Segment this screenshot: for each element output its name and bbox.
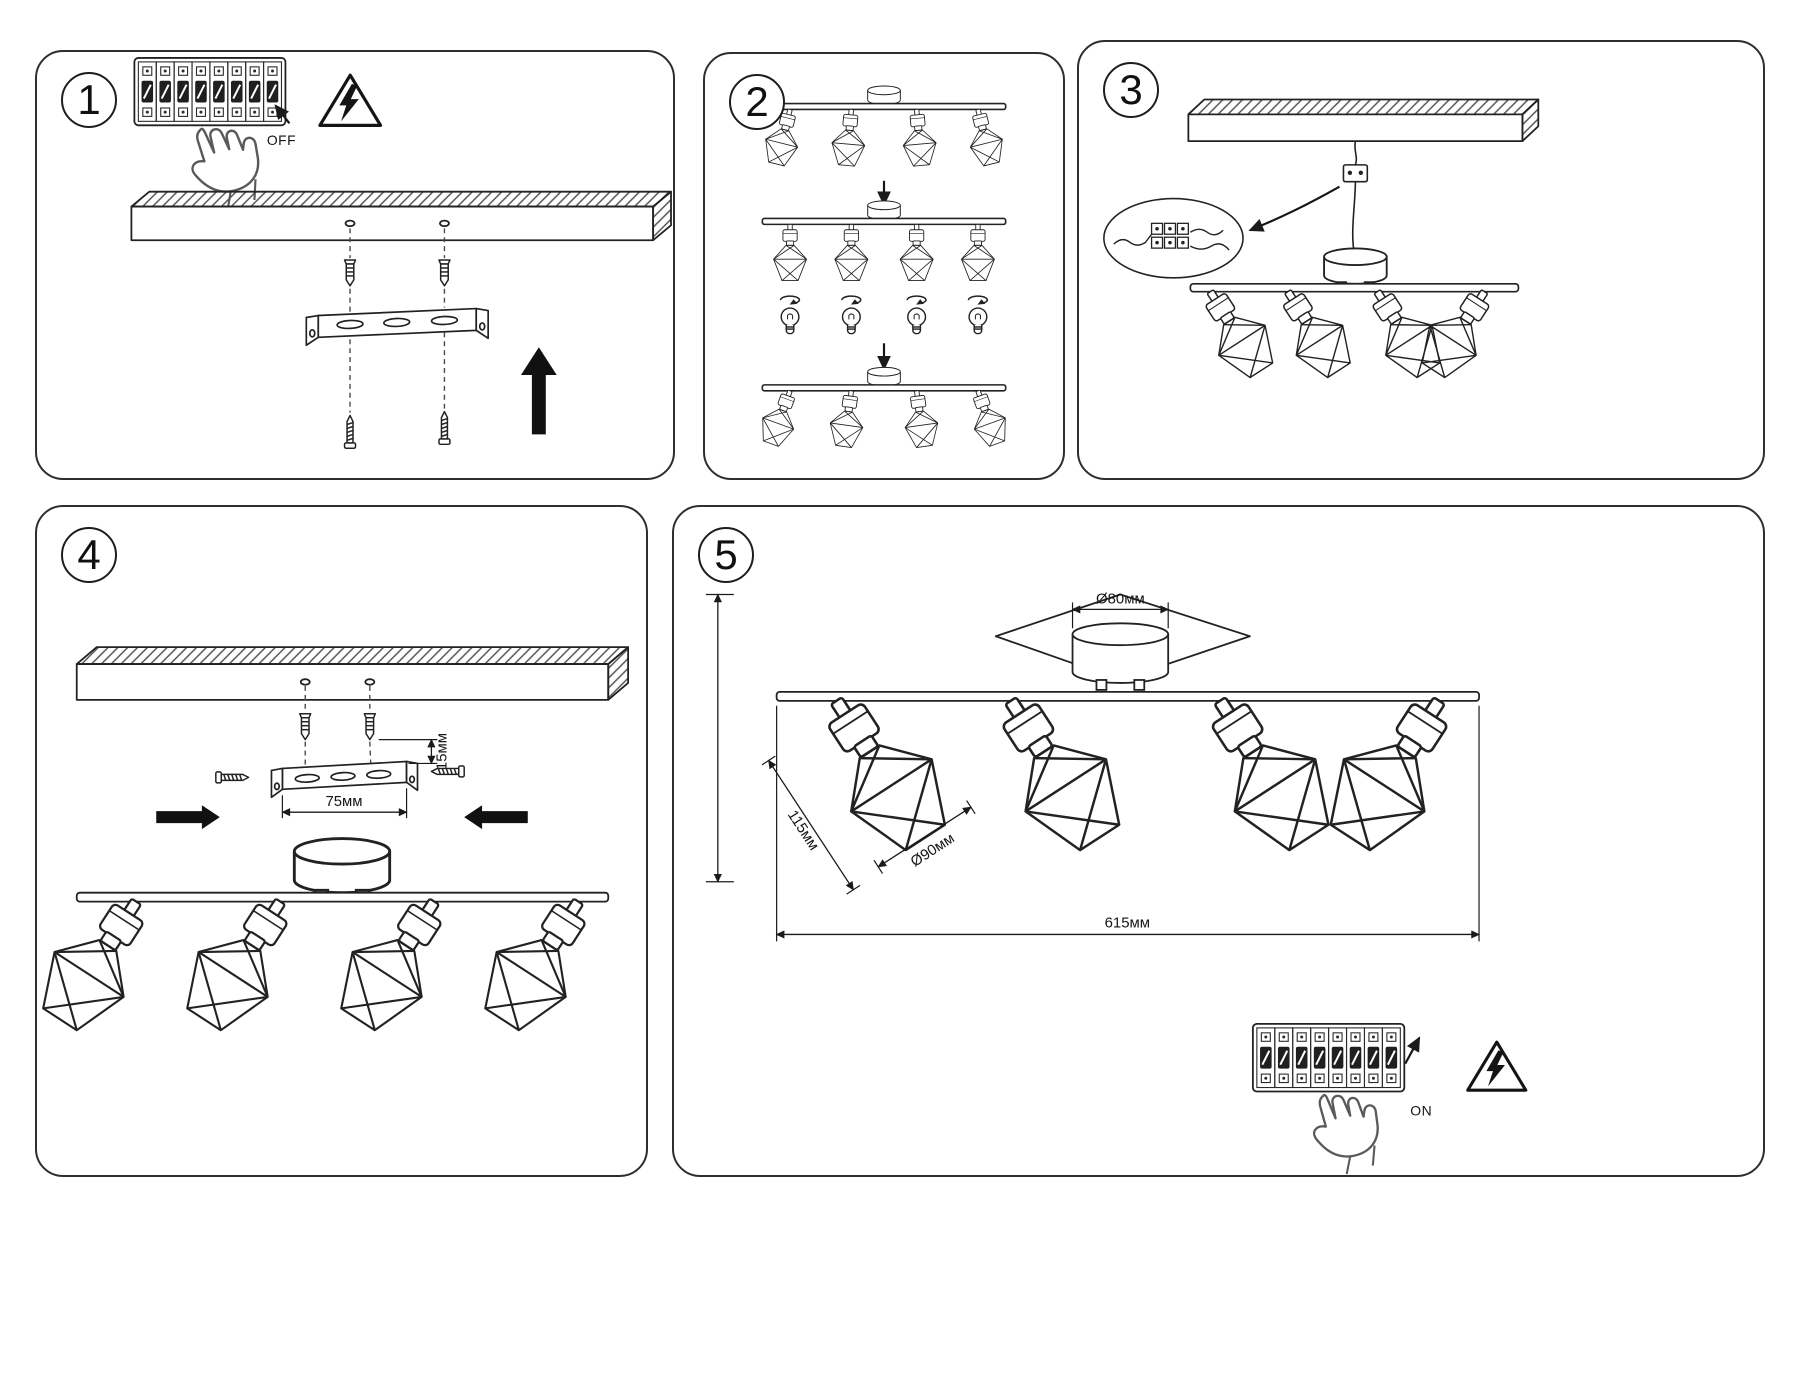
- fixture-stage-1: [760, 85, 1008, 169]
- step-number-badge: 3: [1103, 62, 1159, 118]
- step-number: 5: [714, 531, 738, 578]
- cursor-arrow-icon: [274, 104, 291, 124]
- dimension-canopy-diameter: Ø80мм: [1071, 590, 1170, 629]
- ceiling-plank: [130, 190, 672, 242]
- wall-anchor: [343, 259, 357, 287]
- dimension-offset: 15мм: [378, 733, 450, 770]
- fixture-assembly: [1186, 247, 1520, 386]
- step-number: 2: [745, 78, 769, 125]
- push-arrows: [156, 805, 528, 830]
- supply-cable: [1342, 140, 1369, 259]
- dim-label-615mm: 615мм: [1105, 914, 1150, 931]
- light-bulbs: [780, 307, 988, 335]
- guide-line: [369, 741, 372, 766]
- mounting-screw: [438, 410, 451, 446]
- warning-lightning-icon: [318, 73, 383, 127]
- dimension-bracket-span: 75мм: [281, 788, 408, 819]
- step-number: 1: [77, 76, 101, 123]
- dim-label-115mm: 115мм: [784, 807, 822, 853]
- breaker-on-label: ON: [1410, 1102, 1432, 1118]
- step-panel-1: 1 OFF: [35, 50, 675, 480]
- mounting-screw: [215, 771, 250, 784]
- wire: [1190, 243, 1230, 251]
- dim-label-90mm: Ø90мм: [908, 830, 958, 871]
- left-arrow-icon: [464, 805, 528, 830]
- step-panel-4: 4: [35, 505, 648, 1177]
- cursor-arrow-icon: [1404, 1036, 1421, 1065]
- dim-label-80mm: Ø80мм: [1096, 590, 1145, 607]
- step-3-illustration: [1103, 98, 1540, 386]
- mounting-bracket: [270, 760, 419, 799]
- ceiling-plank: [75, 646, 630, 701]
- step-panel-5: 5 Ø80мм: [672, 505, 1765, 1177]
- step-number: 4: [77, 531, 101, 578]
- step-number-badge: 5: [698, 527, 754, 583]
- step-number: 3: [1119, 66, 1143, 113]
- mounting-screw: [343, 414, 357, 450]
- warning-lightning-icon: [1466, 1040, 1528, 1092]
- dim-label-15mm: 15мм: [434, 733, 450, 770]
- fixture-stage-3: [754, 366, 1014, 450]
- step-panel-3: 3: [1077, 40, 1765, 480]
- dimension-overall-height: [705, 593, 734, 883]
- wall-anchor: [438, 259, 451, 287]
- wall-anchor: [363, 713, 377, 741]
- step-5-illustration: Ø80мм 115мм: [705, 590, 1528, 1175]
- terminal-detail: [1103, 197, 1244, 279]
- dimension-total-length: 615мм: [775, 705, 1481, 942]
- up-arrow-icon: [520, 347, 557, 435]
- ceiling-plank: [1187, 98, 1540, 142]
- breaker-off-label: OFF: [267, 132, 296, 148]
- step-number-badge: 1: [61, 72, 117, 128]
- pointing-hand-icon: [1306, 1085, 1387, 1175]
- rotation-arrow-icon: [779, 295, 989, 306]
- fixture-assembly: [775, 673, 1481, 865]
- right-arrow-icon: [156, 805, 220, 830]
- wall-anchor: [299, 713, 312, 741]
- circuit-breaker-panel: ON: [1253, 1024, 1432, 1175]
- dim-label-75mm: 75мм: [325, 794, 362, 810]
- fixture-assembly: [37, 837, 615, 1043]
- canopy-cup: [1071, 622, 1170, 691]
- fixture-stage-2: [761, 200, 1007, 282]
- step-1-illustration: OFF: [130, 52, 672, 450]
- wire: [1189, 228, 1224, 236]
- wire: [1113, 233, 1153, 246]
- mounting-bracket: [305, 307, 490, 347]
- step-panel-2: 2: [703, 52, 1065, 480]
- step-number-badge: 2: [729, 74, 785, 130]
- circuit-breaker-panel: OFF: [134, 58, 296, 217]
- step-number-badge: 4: [61, 527, 117, 583]
- step-4-illustration: 75мм 15мм: [37, 646, 630, 1043]
- curved-arrow-icon: [1248, 185, 1341, 232]
